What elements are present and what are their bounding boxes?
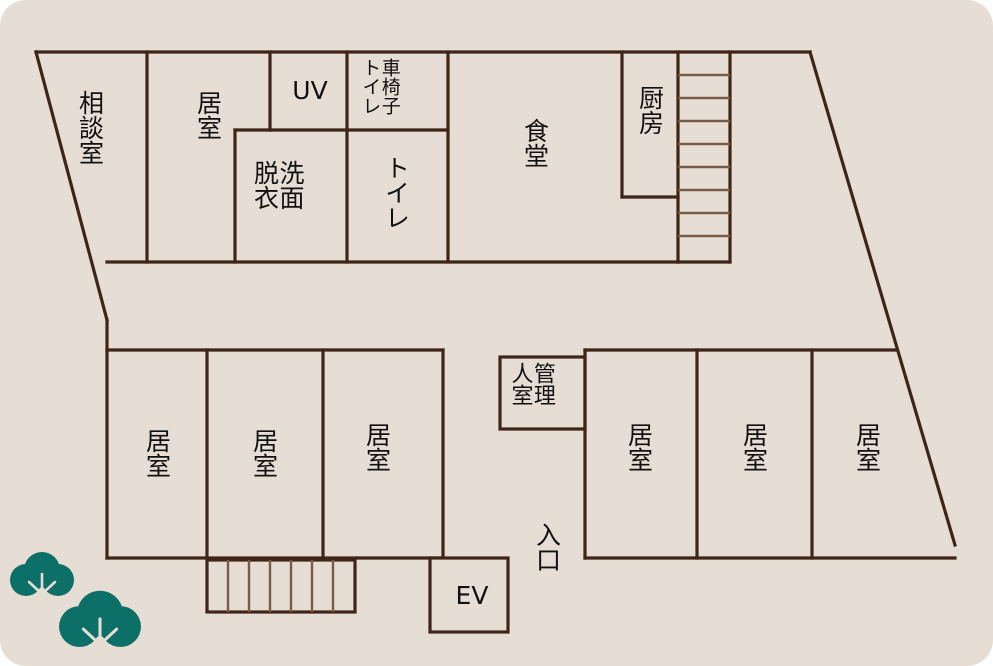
wall-right-slant — [808, 50, 957, 547]
floor-fill-group — [36, 52, 955, 545]
room-label-kanrinin: 人室 管理 — [507, 362, 555, 406]
outer-walls — [34, 50, 957, 560]
tree-needles — [27, 572, 57, 596]
room-label-datsui: 脱衣 洗面 — [250, 160, 306, 210]
elevator-box — [428, 556, 510, 634]
tree-1 — [10, 552, 74, 596]
wheelchair-toilet-col-a: 車椅子 — [378, 58, 401, 115]
tree-foliage — [76, 590, 124, 637]
building-footprint — [36, 52, 955, 545]
tree-needles — [81, 617, 119, 647]
datsui-col-a: 洗面 — [276, 160, 305, 210]
bottom-rooms-walls — [105, 348, 957, 560]
stair-lower-outline — [205, 558, 357, 614]
tree-2 — [59, 590, 141, 648]
wall-left-slant — [34, 50, 109, 322]
room-label-wheelchair-toilet: トイレ 車椅子 — [359, 58, 401, 115]
wheelchair-toilet-col-b: トイレ — [359, 58, 382, 115]
room-box-ev — [428, 556, 510, 634]
top-rooms-walls — [105, 50, 732, 264]
kanrinin-col-a: 管理 — [529, 362, 555, 406]
datsui-col-b: 脱衣 — [250, 160, 280, 210]
kanrinin-col-b: 人室 — [507, 362, 533, 406]
stair-lower — [205, 558, 357, 614]
tree-foliage — [24, 552, 60, 588]
stair-upper — [678, 73, 730, 238]
